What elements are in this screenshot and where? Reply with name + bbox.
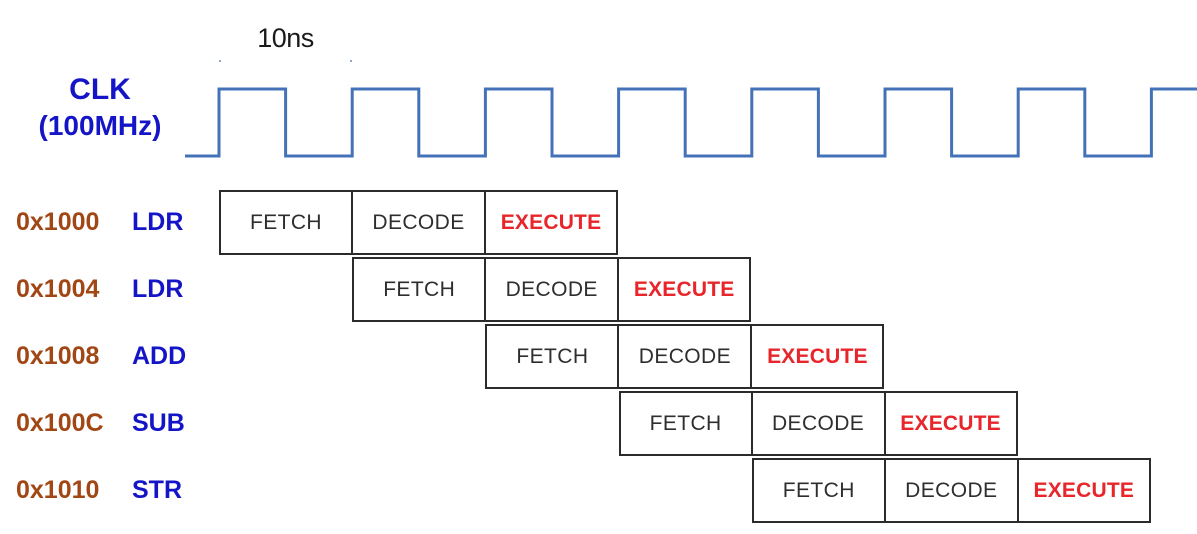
stage-cell-execute: EXECUTE (884, 391, 1018, 456)
stage-cell-execute: EXECUTE (618, 257, 752, 322)
instruction-label-sub-3: 0x100C SUB (0, 408, 205, 438)
clock-name: CLK (69, 73, 131, 106)
stage-cell-execute: EXECUTE (1017, 458, 1151, 523)
instruction-mnemonic: SUB (132, 409, 185, 437)
instruction-mnemonic: STR (132, 476, 182, 504)
instruction-address: 0x1004 (16, 275, 100, 303)
stage-cell-decode: DECODE (352, 190, 485, 255)
instruction-mnemonic: LDR (132, 208, 184, 236)
instruction-mnemonic: ADD (132, 342, 187, 370)
clock-waveform (185, 87, 1197, 158)
stage-cell-decode: DECODE (485, 257, 619, 322)
instruction-address: 0x100C (16, 409, 104, 437)
stage-cell-fetch: FETCH (751, 458, 885, 523)
stage-cell-fetch: FETCH (219, 190, 352, 255)
instruction-address: 0x1000 (16, 208, 100, 236)
stage-cell-decode: DECODE (751, 391, 885, 456)
stage-cell-decode: DECODE (618, 324, 752, 389)
instruction-address: 0x1010 (16, 476, 100, 504)
stage-cell-fetch: FETCH (485, 324, 619, 389)
instruction-mnemonic: LDR (132, 275, 184, 303)
instruction-label-ldr-1: 0x1004 LDR (0, 274, 205, 304)
instruction-address: 0x1008 (16, 342, 100, 370)
instruction-label-add-2: 0x1008 ADD (0, 341, 205, 371)
clock-period-annotation: 10ns (219, 16, 352, 62)
stage-cell-fetch: FETCH (352, 257, 486, 322)
clock-label: CLK (100MHz) (0, 72, 200, 144)
clock-frequency: (100MHz) (38, 110, 162, 141)
period-label: 10ns (219, 16, 352, 60)
stage-cell-execute: EXECUTE (751, 324, 885, 389)
stage-cell-decode: DECODE (884, 458, 1018, 523)
instruction-label-str-4: 0x1010 STR (0, 475, 205, 505)
instruction-label-ldr-0: 0x1000 LDR (0, 207, 205, 237)
stage-cell-execute: EXECUTE (485, 190, 618, 255)
stage-cell-fetch: FETCH (618, 391, 752, 456)
